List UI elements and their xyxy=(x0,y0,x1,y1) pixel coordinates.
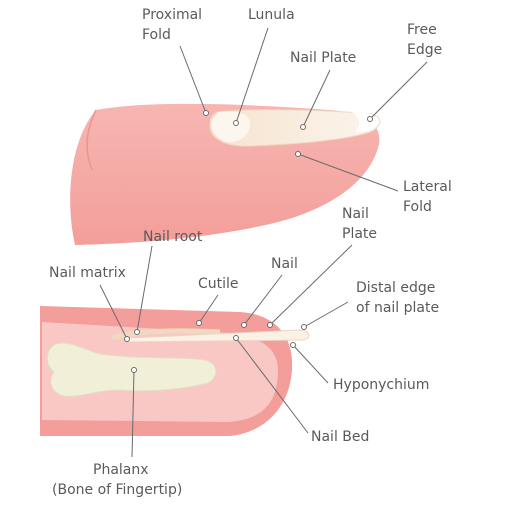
nail-root-leader xyxy=(136,245,153,333)
finger-skin-fold xyxy=(86,109,97,171)
nail-label: Nail xyxy=(271,256,298,272)
nail-matrix-marker xyxy=(124,336,130,342)
nail-plate-top-label: Nail Plate xyxy=(290,50,356,66)
cuticle-label: Cutile xyxy=(198,276,239,292)
hyponychium-marker xyxy=(290,342,296,348)
lateral-fold-leader xyxy=(297,153,399,192)
phalanx-leader xyxy=(131,369,135,458)
phalanx-label: Phalanx xyxy=(93,462,149,478)
proximal-fold-label: Proximal xyxy=(142,7,202,23)
hyponychium-leader xyxy=(292,344,329,384)
proximal-fold-marker xyxy=(203,110,209,116)
lunula-marker xyxy=(233,120,239,126)
nail-leader xyxy=(243,274,283,326)
nail-bed-marker xyxy=(233,335,239,341)
nail-plate-top-marker xyxy=(300,124,306,130)
free-edge-label-2: Edge xyxy=(407,42,442,58)
nail-root-marker xyxy=(134,329,140,335)
finger-cross-section xyxy=(40,306,310,436)
nail-plate-top-leader xyxy=(302,69,331,128)
nail-plate-top xyxy=(209,109,381,147)
proximal-fold-leader xyxy=(179,45,207,114)
nail-marker xyxy=(241,322,247,328)
finger-top-view xyxy=(70,103,381,245)
lateral-fold-label: Lateral xyxy=(403,179,452,195)
lateral-fold-marker xyxy=(295,151,301,157)
distal-edge-leader xyxy=(303,301,349,328)
lunula-shape xyxy=(211,111,250,143)
free-edge-label: Free xyxy=(407,22,437,38)
distal-edge-marker xyxy=(301,324,307,330)
free-edge-marker xyxy=(367,116,373,122)
nail-matrix-label: Nail matrix xyxy=(49,265,126,281)
distal-edge-label: Distal edge xyxy=(356,280,435,296)
lunula-label: Lunula xyxy=(248,7,295,23)
nail-root-label: Nail root xyxy=(143,229,203,245)
hyponychium-label: Hyponychium xyxy=(333,377,429,393)
distal-edge-label-2: of nail plate xyxy=(356,300,439,316)
nail-plate-section-label: Nail xyxy=(342,206,369,222)
nail-plate-section-marker xyxy=(267,322,273,328)
nail-bed-leader xyxy=(235,337,309,434)
nail-bed-label: Nail Bed xyxy=(311,429,369,445)
nail-plate-section-leader xyxy=(269,244,353,326)
cuticle-leader xyxy=(198,294,219,324)
lunula-leader xyxy=(235,27,269,124)
phalanx-marker xyxy=(131,367,137,373)
cuticle-marker xyxy=(196,320,202,326)
lateral-fold-label-2: Fold xyxy=(403,199,432,215)
nail-matrix-leader xyxy=(99,284,128,340)
proximal-fold-label-2: Fold xyxy=(142,27,171,43)
free-edge-leader xyxy=(369,61,428,120)
nail-root-shape xyxy=(111,328,221,341)
nail-plate-section-label-2: Plate xyxy=(342,226,377,242)
nail-plate-section xyxy=(127,329,310,343)
phalanx-label-2: (Bone of Fingertip) xyxy=(52,482,182,498)
